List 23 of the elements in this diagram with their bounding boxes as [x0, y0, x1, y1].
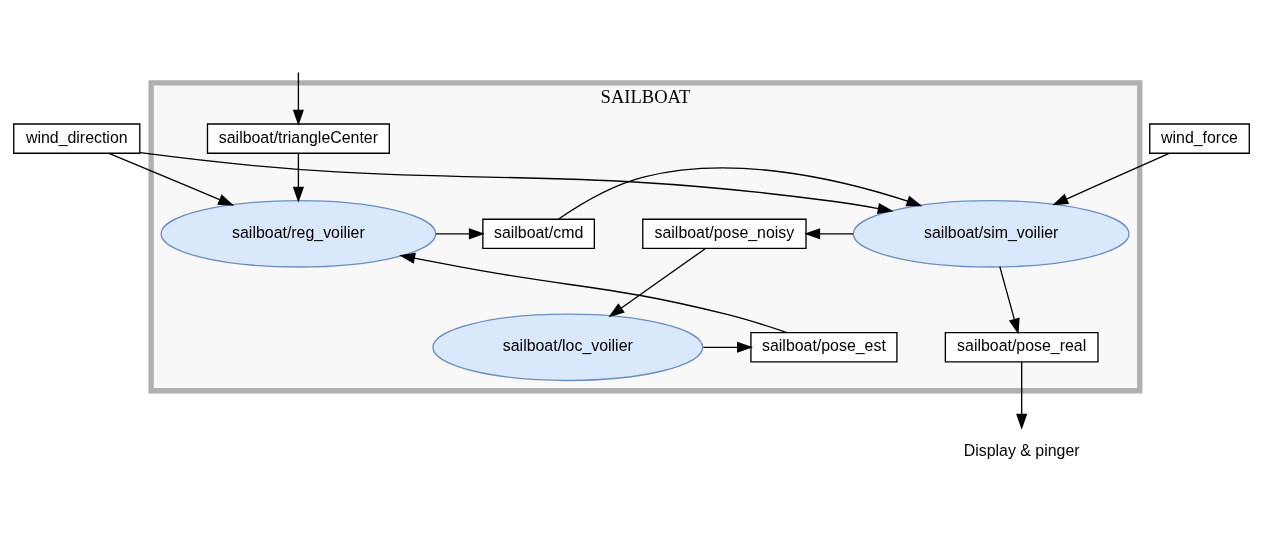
- arrow: [702, 341, 753, 353]
- node-box: wind_direction: [13, 123, 141, 154]
- node-box: sailboat/pose_noisy: [642, 218, 807, 250]
- node-box: sailboat/cmd: [482, 218, 595, 250]
- arrow: [804, 228, 854, 240]
- arrow: [292, 152, 304, 203]
- node-box: sailboat/pose_real: [944, 332, 1099, 363]
- node-box: sailboat/triangleCenter: [206, 123, 390, 154]
- node-text: Display & pinger: [963, 441, 1080, 459]
- node-ellipse: sailboat/loc_voilier: [432, 313, 704, 382]
- arrow: [108, 152, 235, 206]
- arrow: [1052, 152, 1170, 206]
- node-box: wind_force: [1149, 123, 1250, 154]
- arrow: [139, 151, 894, 214]
- node-ellipse: sailboat/reg_voilier: [160, 200, 437, 268]
- node-box: sailboat/pose_est: [750, 332, 898, 363]
- arrow: [1016, 361, 1028, 430]
- arrow: [435, 228, 485, 240]
- arrow: [292, 71, 304, 126]
- arrow: [399, 252, 788, 334]
- arrow: [557, 167, 923, 220]
- arrow: [608, 248, 706, 318]
- arrow: [999, 265, 1020, 335]
